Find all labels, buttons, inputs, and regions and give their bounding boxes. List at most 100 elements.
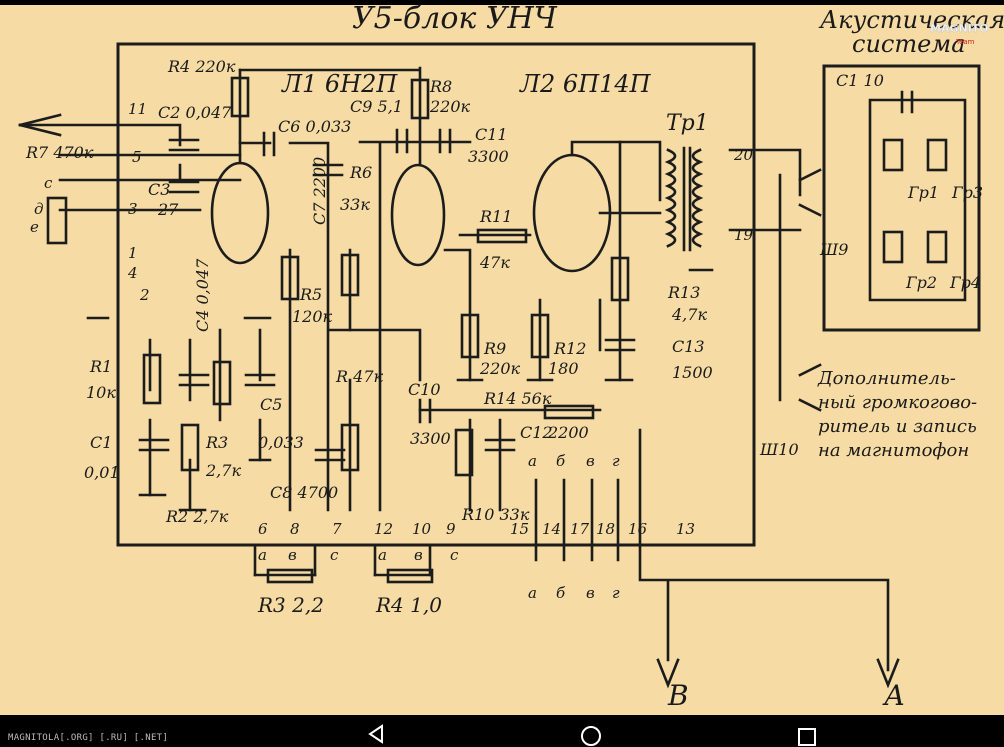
- diagram-label: R10 33к: [461, 505, 530, 524]
- capacitor-c10: [418, 398, 432, 424]
- diagram-label: C2 0,047: [158, 103, 232, 122]
- diagram-label: 10: [412, 520, 432, 538]
- diagram-label: R5: [299, 285, 322, 304]
- schematic-image: У5-блок УНЧ Акустическая система Л1 6Н2П…: [0, 0, 1004, 715]
- capacitor-c1-speaker: [900, 90, 914, 114]
- capacitor-c8: [314, 448, 346, 462]
- diagram-label: с: [44, 174, 53, 192]
- capacitor-c1: [138, 438, 170, 452]
- diagram-label: 13: [676, 520, 695, 538]
- capacitor-c4: [178, 373, 210, 387]
- speaker-gr4: [926, 230, 948, 264]
- diagram-label: C12: [520, 423, 553, 442]
- input-arrow: [18, 113, 62, 137]
- diagram-label: в: [414, 546, 423, 564]
- capacitor-c3: [168, 180, 200, 194]
- recents-icon[interactable]: [792, 722, 822, 746]
- diagram-label: 4: [127, 264, 138, 282]
- diagram-label: Дополнитель-: [817, 368, 956, 389]
- image-viewer[interactable]: У5-блок УНЧ Акустическая система Л1 6Н2П…: [0, 0, 1004, 715]
- speaker-box: [822, 64, 981, 332]
- diagram-label: 1500: [672, 363, 713, 382]
- diagram-label: R4 220к: [167, 57, 236, 76]
- capacitor-c2: [168, 138, 200, 152]
- diagram-label: C4 0,047: [193, 258, 212, 332]
- home-icon[interactable]: [576, 722, 606, 746]
- diagram-label: C11: [475, 125, 508, 144]
- pot-r4: [386, 568, 434, 584]
- tube-l2-label: Л2 6П14П: [519, 70, 652, 98]
- resistor-r2: [180, 423, 200, 472]
- diagram-label: R13: [667, 283, 700, 302]
- resistor-r1: [142, 353, 162, 405]
- diagram-label: Ш10: [759, 440, 799, 459]
- diagram-label: 9: [446, 520, 456, 538]
- diagram-label: C5: [260, 395, 282, 414]
- resistor-r47k: [340, 423, 360, 472]
- diagram-label: R14 56к: [483, 389, 552, 408]
- diagram-label: C6 0,033: [278, 117, 351, 136]
- back-icon[interactable]: [362, 722, 392, 746]
- resistor-r3: [212, 360, 232, 406]
- diagram-label: C1: [90, 433, 112, 452]
- output-b-arrow: [656, 658, 680, 689]
- diagram-label: Гр4: [949, 273, 981, 292]
- capacitor-c13: [604, 338, 636, 352]
- transformer-secondary: [691, 148, 704, 248]
- resistor-r5: [280, 255, 300, 301]
- diagram-label: 4,7к: [671, 305, 707, 324]
- diagram-label: 27: [157, 200, 179, 219]
- capacitor-c6: [262, 131, 276, 157]
- diagram-title: У5-блок УНЧ: [352, 1, 558, 36]
- android-nav-bar: [0, 715, 1004, 747]
- diagram-label: 8: [290, 520, 300, 538]
- diagram-label: C8 4700: [270, 483, 338, 502]
- diagram-label: 180: [548, 359, 579, 378]
- diagram-label: 3300: [468, 147, 509, 166]
- output-a-label: А: [882, 679, 905, 712]
- capacitor-c12: [484, 438, 516, 452]
- diagram-label: 2200: [547, 423, 589, 442]
- diagram-label: а: [378, 546, 387, 564]
- diagram-label: 3300: [410, 429, 451, 448]
- resistor-r8: [410, 78, 430, 120]
- diagram-label: Гр2: [905, 273, 937, 292]
- speaker-title-2: система: [852, 30, 966, 58]
- resistor-r11: [476, 228, 528, 244]
- diagram-label: 20: [733, 146, 754, 164]
- diagram-label: а: [258, 546, 267, 564]
- diagram-label: R 47к: [335, 367, 383, 386]
- capacitor-c5: [244, 373, 276, 387]
- output-a-arrow: [876, 658, 900, 689]
- diagram-label: R3 2,2: [257, 593, 324, 617]
- diagram-label: C7 2200: [310, 157, 329, 225]
- diagram-label: б: [556, 452, 566, 470]
- diagram-label: а: [528, 452, 537, 470]
- diagram-label: ритель и запись: [818, 416, 977, 437]
- diagram-label: 47к: [479, 253, 510, 272]
- diagram-label: C1 10: [836, 71, 884, 90]
- resistor-r14: [543, 404, 595, 420]
- capacitor-c9: [395, 128, 409, 154]
- diagram-label: R12: [553, 339, 586, 358]
- diagram-label: с: [330, 546, 339, 564]
- diagram-label: 12: [374, 520, 393, 538]
- capacitor-c11: [438, 128, 452, 154]
- resistor-r13: [610, 256, 630, 302]
- diagram-label: 2: [139, 286, 150, 304]
- diagram-label: 15: [510, 520, 529, 538]
- resistor-r4: [230, 76, 250, 118]
- transformer-label: Тр1: [666, 111, 709, 136]
- diagram-label: R8: [429, 77, 452, 96]
- diagram-label: 16: [628, 520, 648, 538]
- tube-l1-label: Л1 6Н2П: [281, 70, 398, 98]
- diagram-label: 0,01: [84, 463, 120, 482]
- speaker-gr2: [882, 230, 904, 264]
- diagram-label: C9 5,1: [350, 97, 403, 116]
- diagram-label: C3: [148, 180, 170, 199]
- resistor-r9: [460, 313, 480, 359]
- diagram-label: 19: [734, 226, 754, 244]
- diagram-label: г: [612, 584, 620, 602]
- diagram-label: ный громкогово-: [818, 392, 977, 413]
- diagram-label: R9: [483, 339, 506, 358]
